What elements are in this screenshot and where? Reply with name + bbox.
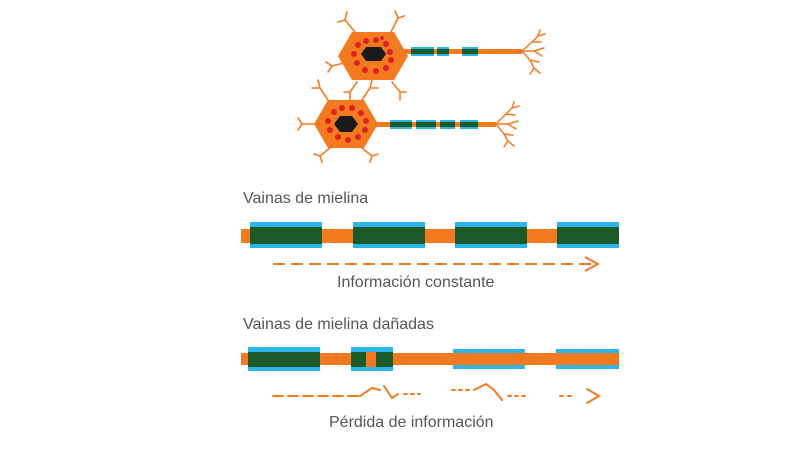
nucleus (334, 116, 358, 132)
neuron-bottom (297, 79, 520, 163)
myelin-sheath (353, 222, 425, 248)
myelin-sheath-damaged (453, 349, 525, 369)
organelles (325, 105, 369, 143)
arrow-right-icon (273, 256, 601, 272)
damaged-caption: Pérdida de información (329, 414, 494, 431)
axon-top (404, 47, 522, 56)
dendrite-tree-icon (495, 101, 520, 148)
myelin-sheath (248, 347, 320, 371)
dendrite-branches-icon (325, 10, 407, 101)
neuron-top (325, 10, 546, 101)
dendrite-tree-icon (521, 29, 546, 75)
nucleus (361, 47, 386, 61)
axon-bottom (374, 120, 496, 129)
myelin-sheath-damaged (351, 347, 393, 371)
broken-arrow-icon (272, 382, 601, 404)
myelin-sheath (250, 222, 322, 248)
healthy-title: Vainas de mielina (243, 190, 369, 207)
healthy-caption: Información constante (337, 274, 495, 291)
myelin-sheath-damaged (556, 349, 619, 369)
healthy-axon (241, 222, 619, 248)
organelles (351, 36, 394, 74)
damaged-title: Vainas de mielina dañadas (243, 316, 434, 333)
dendrite-branches-icon (297, 79, 379, 163)
myelin-sheath (557, 222, 619, 248)
myelin-sheath (455, 222, 527, 248)
damaged-axon (241, 347, 619, 371)
